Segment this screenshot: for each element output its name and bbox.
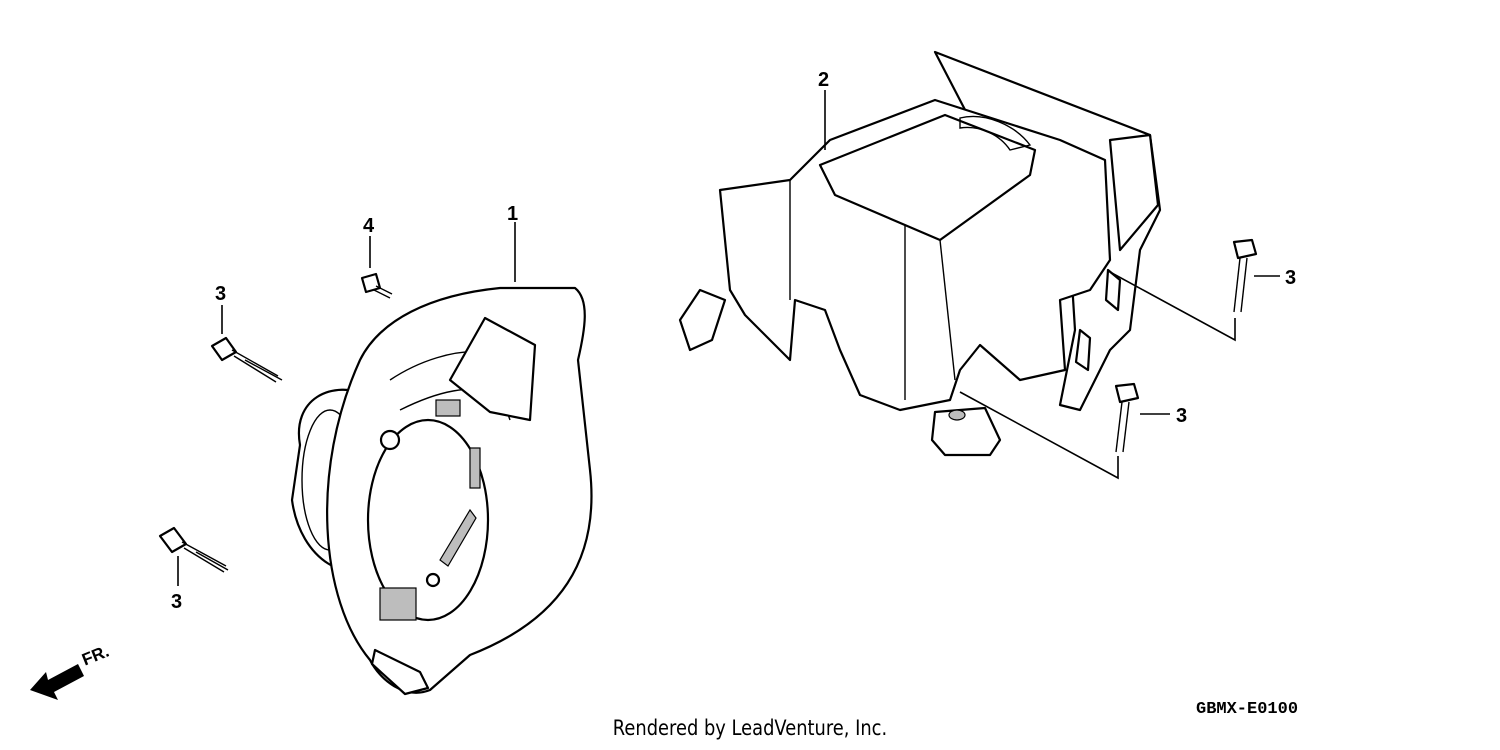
shroud-part[interactable] [678, 50, 1162, 457]
render-credit: Rendered by LeadVenture, Inc. [612, 716, 888, 740]
callout-shroud: 2 [818, 69, 829, 91]
callout-screw: 4 [363, 215, 375, 237]
diagram-code: GBMX-E0100 [1196, 700, 1299, 719]
front-arrow-icon [30, 664, 84, 700]
bolt-right-upper[interactable] [1232, 238, 1258, 313]
callout-bolt-top-left: 3 [215, 283, 226, 305]
callout-bolt-right-upper: 3 [1285, 267, 1296, 289]
callout-fan-cover: 1 [507, 203, 518, 225]
screw-part[interactable] [360, 272, 393, 299]
leader-lines [177, 90, 1280, 586]
fan-cover-part[interactable] [290, 286, 593, 696]
bolt-top-left[interactable] [210, 336, 283, 383]
callout-bolt-right-lower: 3 [1176, 405, 1187, 427]
bolt-bottom-left[interactable] [158, 526, 229, 573]
bolt-right-lower[interactable] [1114, 382, 1140, 453]
callout-bolt-bottom-left: 3 [171, 591, 182, 613]
